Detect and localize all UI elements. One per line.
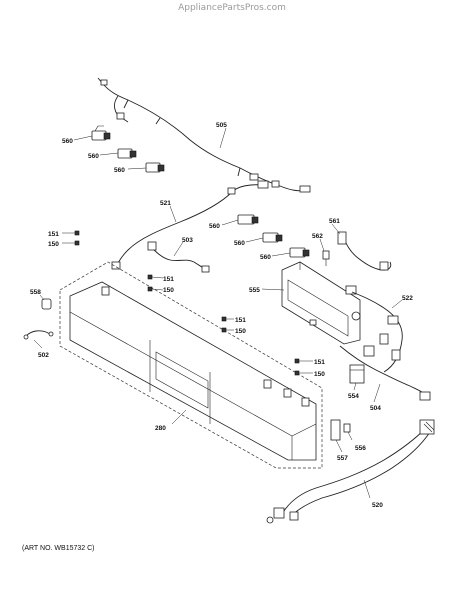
wire-harness-504 <box>339 345 431 401</box>
label-150-d: 150 <box>314 371 325 378</box>
connector-560-d <box>237 214 259 225</box>
label-561: 561 <box>329 218 340 225</box>
label-505: 505 <box>216 122 227 129</box>
label-151-c: 151 <box>235 317 246 324</box>
label-521: 521 <box>160 200 171 207</box>
label-556: 556 <box>355 445 366 452</box>
part-558 <box>41 298 52 310</box>
wire-harness-561 <box>337 231 392 271</box>
control-panel-280 <box>59 261 323 469</box>
label-560-a: 560 <box>62 138 73 145</box>
label-555: 555 <box>249 287 260 294</box>
wire-harness-520 <box>266 419 435 524</box>
label-562: 562 <box>312 233 323 240</box>
label-560-d: 560 <box>209 223 220 230</box>
control-board-555 <box>281 261 361 345</box>
label-151-b: 151 <box>163 276 174 283</box>
label-560-f: 560 <box>260 254 271 261</box>
connector-560-b <box>117 148 137 159</box>
label-560-b: 560 <box>88 153 99 160</box>
label-560-e: 560 <box>234 240 245 247</box>
wire-502 <box>23 330 54 340</box>
label-503: 503 <box>182 237 193 244</box>
label-150-c: 150 <box>235 328 246 335</box>
label-560-c: 560 <box>114 167 125 174</box>
part-557 <box>330 419 341 441</box>
label-280: 280 <box>155 425 166 432</box>
label-557: 557 <box>337 455 348 462</box>
clip-556 <box>343 423 351 433</box>
label-150-a: 150 <box>48 241 59 248</box>
label-520: 520 <box>372 502 383 509</box>
leader-lines <box>33 127 403 499</box>
label-151-d: 151 <box>314 359 325 366</box>
sensor-562 <box>322 250 330 266</box>
connector-560-e <box>262 232 283 243</box>
label-150-b: 150 <box>163 287 174 294</box>
watermark-text: AppliancePartsPros.com <box>178 3 286 13</box>
screw-151-150-mid <box>147 274 153 292</box>
wire-harness-522 <box>351 291 403 373</box>
art-number-caption: (ART NO. WB15732 C) <box>22 545 95 552</box>
screw-151-150-right <box>294 358 300 376</box>
wire-harness-505 <box>97 77 311 193</box>
label-522: 522 <box>402 295 413 302</box>
label-554: 554 <box>348 393 359 400</box>
wire-harness-521 <box>111 180 269 273</box>
label-558: 558 <box>30 289 41 296</box>
label-502: 502 <box>38 352 49 359</box>
connector-560-f <box>289 247 310 258</box>
connector-560-c <box>145 162 165 173</box>
sensor-554 <box>349 364 365 384</box>
label-151-a: 151 <box>48 231 59 238</box>
label-504: 504 <box>370 405 381 412</box>
screw-151-150-center <box>221 316 227 333</box>
connector-560-a <box>91 125 111 141</box>
screw-151-150-left-top <box>74 230 80 246</box>
